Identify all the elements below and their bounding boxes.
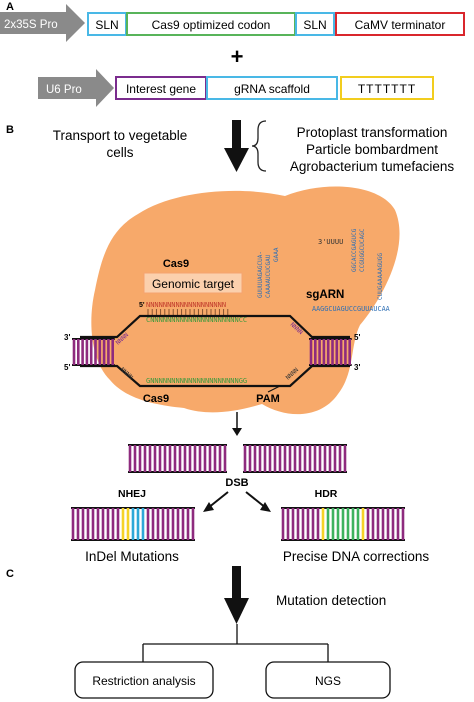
panel-a-label: A [6, 1, 14, 13]
down-arrow-shaft-1 [232, 120, 241, 150]
camv-terminator-box [335, 12, 465, 36]
ngs-box [265, 661, 391, 699]
polyt-label: TTTTTTT [358, 82, 416, 96]
sln-label-2: SLN [303, 18, 326, 32]
grna-scaffold-label: gRNA scaffold [234, 82, 310, 96]
method-3: Agrobacterium tumefaciens [290, 159, 455, 174]
hairpin-2-strand-c: CUUGAAAAAGUGG [377, 253, 384, 300]
hairpin-2-strand-b: CCGUGGCUCAGC [359, 228, 366, 272]
sgrna-hairpin-2: GGCACCGAGUCG CCGUGGCUCAGC CUUGAAAAAGUGG [351, 228, 384, 300]
target-bottom-seq: GNNNNNNNNNNNNNNNNNNNNNGG [146, 377, 247, 385]
transport-label-line2: cells [106, 145, 133, 160]
panel-b-label: B [6, 124, 14, 136]
down-arrow-head-1 [224, 148, 249, 172]
genomic-target-box [143, 272, 243, 294]
hairpin-1-strand-a: GUUUUAGAGCUA- [257, 251, 264, 298]
sgrna-hairpin-1: GUUUUAGAGCUA- CAAAAUCUCGAU GAAA [257, 247, 280, 298]
down-arrow-shaft-2 [232, 566, 241, 600]
dsb-ladders [128, 444, 347, 473]
promoter-35s-arrow [0, 4, 85, 42]
right-bottom-end: 3' [354, 363, 360, 372]
arrow-to-nhej-head [203, 502, 214, 512]
down-arrow-head-2 [224, 598, 249, 624]
scaffold-bottom-seq: AAGGCUAGUCCGUUAUCAA [312, 305, 390, 313]
dna-ladder-left [72, 338, 115, 366]
ngs-label: NGS [315, 674, 341, 688]
cas9-top-label: Cas9 [163, 258, 189, 270]
restriction-analysis-box [74, 661, 214, 699]
methods-brace [251, 120, 267, 172]
mutation-detection-label: Mutation detection [276, 593, 386, 608]
arrow-to-hdr-head [260, 502, 271, 512]
hairpin-2-strand-a: GGCACCGAGUCG [351, 228, 358, 272]
sln-box-2 [295, 12, 335, 36]
method-2: Particle bombardment [306, 142, 438, 157]
cas9-bottom-label: Cas9 [143, 393, 169, 405]
panel-c-label: C [6, 568, 14, 580]
hairpin-1-strand-b: CAAAAUCUCGAU [265, 254, 272, 298]
restriction-analysis-label: Restriction analysis [92, 674, 195, 688]
right-top-end: 5' [354, 333, 360, 342]
hdr-label: HDR [315, 488, 338, 500]
arrow-to-dsb-head [232, 428, 242, 436]
promoter-35s-label: 2x35S Pro [4, 19, 58, 31]
left-bottom-end: 5' [64, 363, 70, 372]
arrow-to-nhej [207, 491, 229, 509]
arrow-to-hdr [245, 491, 267, 509]
dna-ladder-right [309, 338, 352, 366]
hairpin-1-loop: GAAA [273, 247, 280, 262]
promoter-u6-label: U6 Pro [46, 84, 82, 96]
pam-label: PAM [256, 393, 280, 405]
sgarn-label: sgARN [306, 289, 344, 301]
dna-top-strand [80, 314, 350, 339]
rna-3prime-end: 3'UUUU [318, 238, 343, 246]
cell-blob [91, 186, 400, 415]
nhej-label: NHEJ [118, 488, 146, 500]
pam-pointer [267, 385, 281, 393]
target-top-seq: CNNNNNNNNNNNNNNNNNNNNNCC [146, 316, 247, 324]
transport-label-line1: Transport to vegetable [53, 128, 188, 143]
guide-sequence: NNNNNNNNNNNNNNNNNNN [146, 301, 226, 309]
promoter-u6-arrow [38, 69, 114, 107]
hdr-ladder [281, 507, 405, 541]
indel-label: InDel Mutations [85, 549, 179, 564]
plus-sign: + [231, 44, 244, 69]
nhej-ladder [71, 507, 195, 541]
grna-scaffold-box [206, 76, 338, 100]
cas9-codon-label: Cas9 optimized codon [152, 18, 271, 32]
guide-5prime: 5' [139, 302, 145, 309]
method-1: Protoplast transformation [297, 125, 448, 140]
guide-target-pairing [147, 309, 229, 315]
interest-gene-label: Interest gene [126, 82, 196, 96]
dsb-label: DSB [225, 477, 248, 489]
genomic-target-label: Genomic target [152, 277, 235, 291]
precise-label: Precise DNA corrections [283, 549, 430, 564]
sln-label-1: SLN [95, 18, 118, 32]
left-top-end: 3' [64, 333, 70, 342]
camv-terminator-label: CaMV terminator [355, 18, 446, 32]
polyt-box [340, 76, 434, 100]
